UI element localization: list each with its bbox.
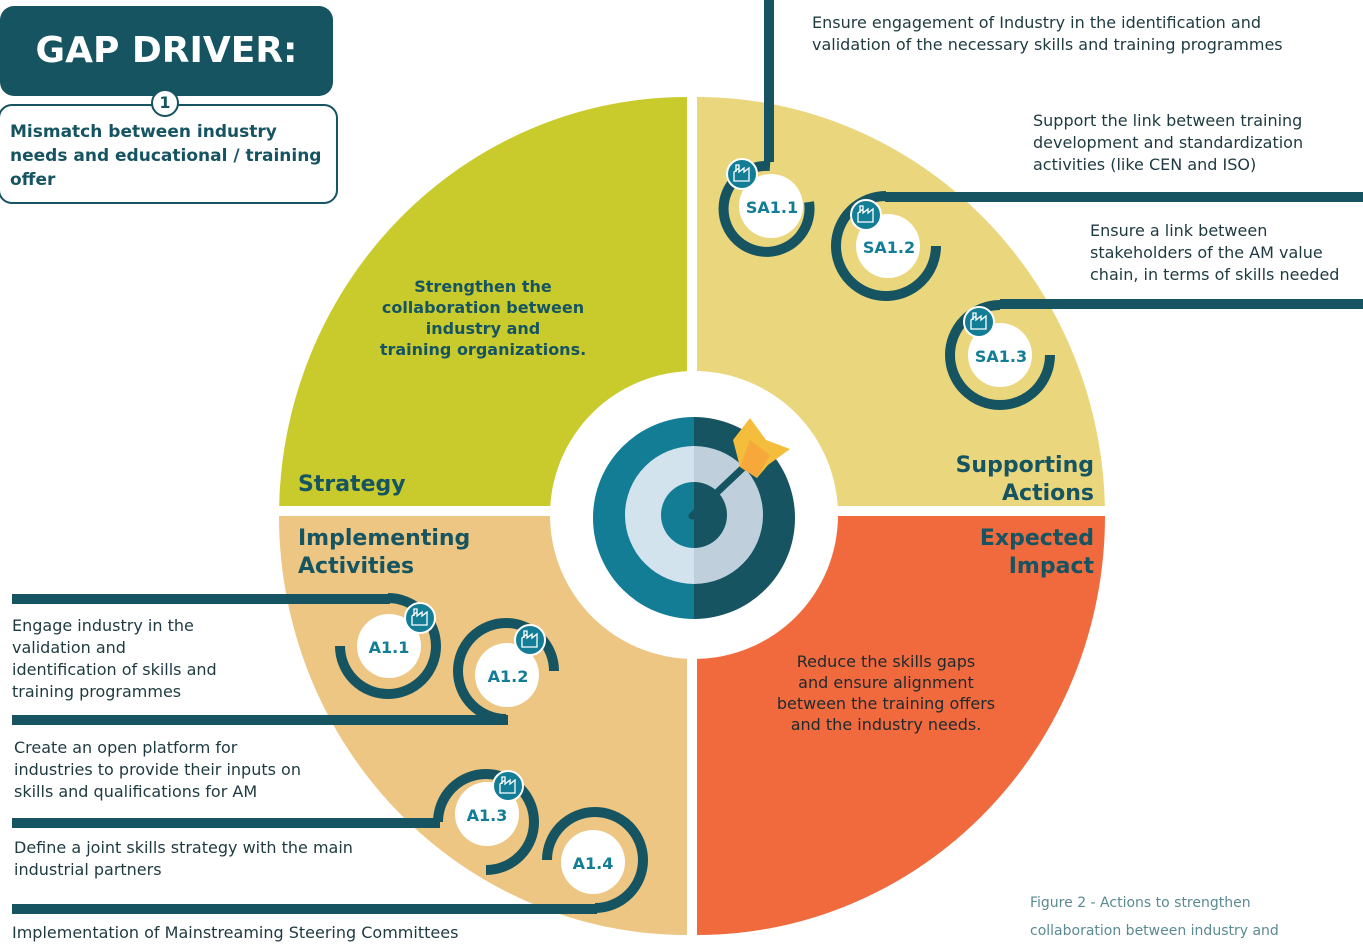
strategy-label: Strategy [298,472,406,497]
a1-3-line: industrial partners [14,860,162,879]
impact-label-line-1: Expected [979,526,1094,551]
badge-a1-3 [433,769,539,875]
supporting-label-line-2: Actions [1002,481,1094,506]
factory-icon [492,770,524,802]
impact-text-line: between the training offers [776,694,996,713]
impact-label-line-2: Impact [1008,554,1094,579]
badge-label-sa1-2: SA1.2 [863,238,915,257]
sa1-2-line: activities (like CEN and ISO) [1033,155,1257,174]
factory-icon [514,624,546,656]
factory-icon [850,199,882,231]
a1-1-line: Engage industry in the [12,616,194,635]
badge-label-a1-4: A1.4 [573,854,614,873]
impact-text-line: and ensure alignment [798,673,974,692]
supporting-label-line-1: Supporting [955,453,1094,478]
a1-1-line: identification of skills and [12,660,217,679]
strategy-text-line: industry and [425,319,541,338]
a1-1-description: Engage industry in the validation and id… [12,615,272,703]
gap-driver-description: Mismatch between industry needs and educ… [10,122,322,190]
strategy-text-line: training organizations. [379,340,587,359]
badge-a1-1 [335,593,441,699]
factory-icon [404,602,436,634]
strategy-text: Strengthen the collaboration between ind… [352,276,614,360]
impact-text-line: Reduce the skills gaps [796,652,976,671]
a1-2-description: Create an open platform for industries t… [14,737,354,803]
a1-1-line: validation and [12,638,126,657]
caption-line: collaboration between industry and [1030,923,1279,939]
badge-sa1-1 [718,158,815,257]
a1-2-line: Create an open platform for [14,738,238,757]
figure-caption: Figure 2 - Actions to strengthen collabo… [1030,889,1350,945]
expected-impact-label: Expected Impact [900,525,1094,581]
sa1-2-line: development and standardization [1033,133,1304,152]
implementing-label-line-1: Implementing [298,526,471,551]
badge-label-a1-2: A1.2 [488,667,529,686]
impact-text-line: and the industry needs. [790,715,982,734]
target-icon [593,417,795,619]
sa1-1-line: Ensure engagement of Industry in the ide… [812,13,1261,32]
gap-driver-number: 1 [151,89,179,117]
quadrant-strategy [279,97,687,516]
sa1-1-line: validation of the necessary skills and t… [812,35,1283,54]
badge-sa1-3 [945,300,1055,410]
badge-label-sa1-3: SA1.3 [975,347,1027,366]
impact-text: Reduce the skills gaps and ensure alignm… [752,651,1020,735]
badge-label-a1-3: A1.3 [467,806,508,825]
factory-icon [963,306,995,338]
sa1-2-line: Support the link between training [1033,111,1303,130]
sa1-3-line: stakeholders of the AM value [1090,243,1323,262]
a1-2-line: industries to provide their inputs on [14,760,301,779]
a1-3-line: Define a joint skills strategy with the … [14,838,353,857]
a1-1-line: training programmes [12,682,182,701]
arrow-icon [688,418,790,520]
a1-4-line: Implementation of Mainstreaming Steering… [12,923,459,942]
sa1-3-line: Ensure a link between [1090,221,1268,240]
badge-label-sa1-1: SA1.1 [746,198,798,217]
sa1-3-line: chain, in terms of skills needed [1090,265,1340,284]
a1-2-line: skills and qualifications for AM [14,782,258,801]
strategy-text-line: Strengthen the [414,277,552,296]
a1-3-description: Define a joint skills strategy with the … [14,837,394,881]
badge-label-a1-1: A1.1 [369,638,410,657]
badge-sa1-2 [831,191,941,301]
sa1-3-description: Ensure a link between stakeholders of th… [1090,220,1362,286]
implementing-label-line-2: Activities [298,554,415,579]
sa1-2-description: Support the link between training develo… [1033,110,1353,176]
quadrant-impact [697,516,1105,935]
implementing-activities-label: Implementing Activities [298,525,470,581]
badge-a1-2 [453,618,559,724]
gap-driver-title: GAP DRIVER: [0,6,333,96]
factory-icon [726,158,758,190]
badge-a1-4 [542,807,648,913]
a1-4-description: Implementation of Mainstreaming Steering… [12,922,532,944]
caption-line: Figure 2 - Actions to strengthen [1030,895,1251,911]
sa1-1-description: Ensure engagement of Industry in the ide… [812,12,1332,56]
strategy-text-line: collaboration between [381,298,585,317]
gap-driver-box [0,104,338,204]
supporting-actions-label: Supporting Actions [900,452,1094,508]
